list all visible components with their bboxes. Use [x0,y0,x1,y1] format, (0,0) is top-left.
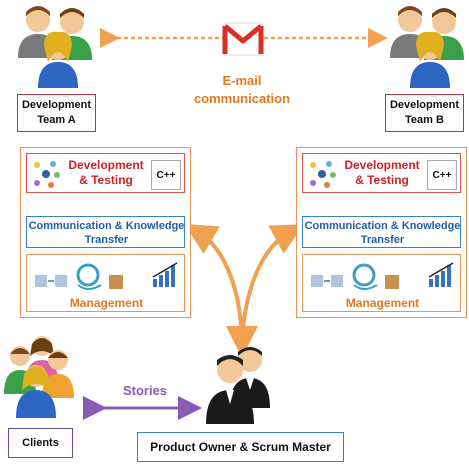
left-cpp-file-icon: C++ [151,160,181,190]
right-chart-icon [427,261,455,289]
right-process-flow-icon [309,259,419,295]
right-dev-line1: Development [344,158,420,172]
right-comm-box: Communication & Knowledge Transfer [302,216,461,248]
email-label-line2: communication [193,91,291,106]
right-dev-testing-box: Development & Testing C++ [302,153,461,193]
right-practices-panel: Development & Testing C++ Communication … [296,147,467,318]
right-comm-line1: Communication & Knowledge [304,220,461,232]
clients-people-icon [2,332,76,418]
left-comm-line2: Transfer [84,234,129,246]
team-b-people-icon [386,2,468,88]
clients-box: Clients [8,428,73,458]
left-curve-arrow [184,223,244,341]
left-dev-line2: & Testing [79,173,133,187]
stories-label: Stories [122,383,168,398]
left-chart-icon [151,261,179,289]
left-comm-line1: Communication & Knowledge [28,220,185,232]
product-owner-box: Product Owner & Scrum Master [137,432,344,462]
right-tools-icon [307,159,337,189]
right-curve-arrow [240,224,305,341]
product-owner-people-icon [198,344,282,428]
left-mgmt-box: Management [26,254,185,312]
right-mgmt-box: Management [302,254,461,312]
left-tools-icon [31,159,61,189]
left-dev-line1: Development [68,158,144,172]
left-dev-label: Development & Testing [65,158,147,188]
left-comm-box: Communication & Knowledge Transfer [26,216,185,248]
team-a-line2: Team A [37,114,76,126]
right-comm-label: Communication & Knowledge Transfer [303,219,462,247]
email-label: E-mail communication [180,72,304,108]
left-practices-panel: Development & Testing C++ Communication … [20,147,191,318]
team-a-box: Development Team A [17,94,96,132]
team-b-box: Development Team B [385,94,464,132]
right-cpp-file-icon: C++ [427,160,457,190]
team-b-line1: Development [389,99,460,111]
right-comm-line2: Transfer [360,234,405,246]
gmail-icon [222,22,264,56]
right-dev-label: Development & Testing [341,158,423,188]
left-dev-testing-box: Development & Testing C++ [26,153,185,193]
left-mgmt-label: Management [69,296,144,310]
right-mgmt-label: Management [345,296,420,310]
team-a-people-icon [14,2,96,88]
team-b-line2: Team B [405,114,444,126]
left-comm-label: Communication & Knowledge Transfer [27,219,186,247]
right-dev-line2: & Testing [355,173,409,187]
left-process-flow-icon [33,259,143,295]
email-label-line1: E-mail [222,73,262,88]
team-a-line1: Development [21,99,92,111]
